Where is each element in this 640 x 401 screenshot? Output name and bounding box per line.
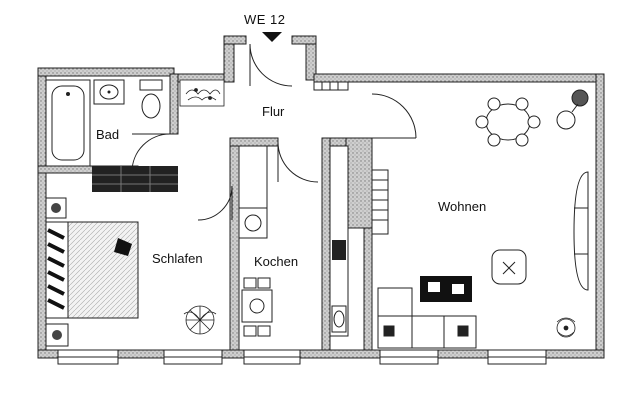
windows xyxy=(57,349,547,365)
entrance-arrow-icon xyxy=(262,32,282,42)
wall-bottom xyxy=(37,349,605,359)
wall-top-bath xyxy=(37,67,175,77)
wall-right xyxy=(595,73,605,359)
bedroom-plant-icon xyxy=(183,305,217,335)
wall-left xyxy=(37,67,47,359)
floor-lamp-icon xyxy=(556,89,589,130)
walls xyxy=(37,35,605,359)
wall-bath-right xyxy=(169,73,179,135)
room-label-kochen: Kochen xyxy=(254,254,299,269)
washbasin xyxy=(93,79,125,105)
wall-entry-top-l xyxy=(223,35,247,45)
nightstand-top xyxy=(45,197,67,219)
dining-table xyxy=(475,97,541,147)
bed xyxy=(45,221,139,319)
wall-kitchen-top xyxy=(229,137,279,147)
unit-label: WE 12 xyxy=(244,12,286,27)
doors xyxy=(131,43,417,221)
room-label-bad: Bad xyxy=(96,127,120,142)
wall-kitchen-right xyxy=(321,137,331,351)
kitchen-table xyxy=(241,277,273,337)
room-label-wohnen: Wohnen xyxy=(438,199,487,214)
wall-living-left-low xyxy=(363,227,373,351)
coffee-table xyxy=(420,276,472,302)
toilet xyxy=(139,79,163,119)
nook-plant-icon xyxy=(179,79,225,107)
armchair xyxy=(491,249,527,285)
wall-entry-top-r xyxy=(291,35,317,45)
wall-bedroom-right xyxy=(229,137,240,351)
nightstand-bottom xyxy=(45,323,69,347)
kitchen-counter-left xyxy=(238,145,268,239)
room-label-schlafen: Schlafen xyxy=(152,251,203,266)
wall-living-left xyxy=(345,137,373,229)
room-label-flur: Flur xyxy=(262,104,285,119)
hall-radiator xyxy=(313,81,349,91)
sofa xyxy=(377,287,477,349)
kitchen-counter-right xyxy=(329,145,349,337)
bathtub xyxy=(45,79,91,167)
living-shelf xyxy=(371,169,389,235)
wall-top-right xyxy=(313,73,605,83)
wardrobe xyxy=(92,166,178,192)
sideboard xyxy=(573,171,589,291)
living-plant-icon xyxy=(556,317,576,338)
